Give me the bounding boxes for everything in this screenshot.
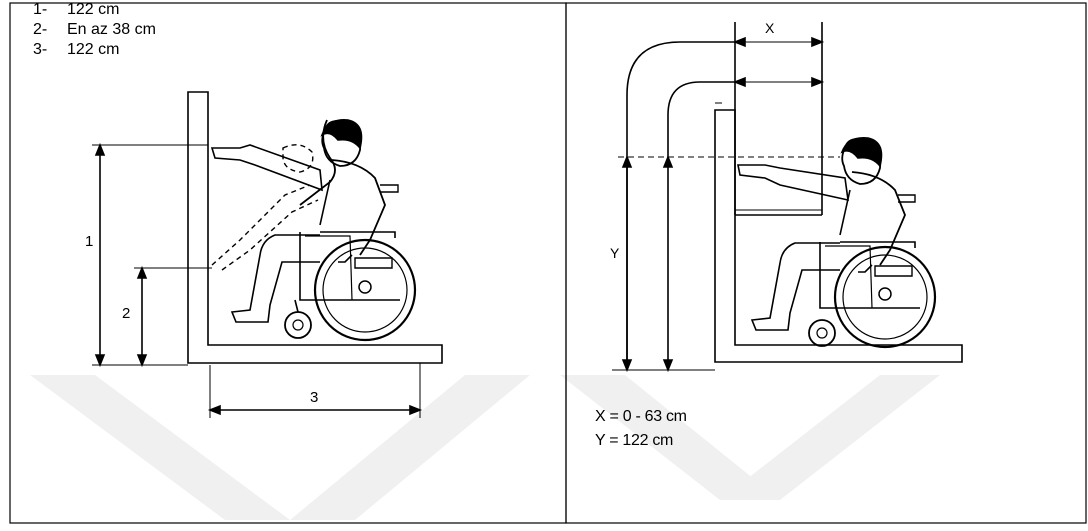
left-legend: 1- 122 cm 2- En az 38 cm 3- 122 cm	[33, 0, 156, 60]
right-formulas: X = 0 - 63 cm Y = 122 cm	[595, 405, 687, 453]
dim-label-2: 2	[122, 305, 130, 322]
right-diagram	[612, 22, 963, 373]
formula-x: X = 0 - 63 cm	[595, 408, 687, 425]
legend-num: 1-	[33, 1, 48, 18]
legend-num: 2-	[33, 21, 48, 38]
dim-label-3: 3	[310, 389, 318, 406]
left-diagram	[92, 91, 443, 418]
formula-y: Y = 122 cm	[595, 432, 674, 449]
left-wall	[187, 91, 443, 364]
legend-text: 122 cm	[67, 1, 120, 18]
dim-label-1: 1	[85, 233, 93, 250]
left-panel-border	[9, 2, 567, 524]
legend-num: 3-	[33, 41, 48, 58]
legend-text: 122 cm	[67, 41, 120, 58]
dim-label-x: X	[765, 20, 775, 36]
legend-row: 2- En az 38 cm	[33, 20, 156, 40]
legend-text: En az 38 cm	[67, 21, 156, 38]
legend-row: 3- 122 cm	[33, 40, 156, 60]
right-panel-border	[565, 2, 1087, 524]
dim-label-y: Y	[610, 245, 620, 261]
watermark	[30, 375, 940, 520]
legend-row: 1- 122 cm	[33, 0, 156, 20]
